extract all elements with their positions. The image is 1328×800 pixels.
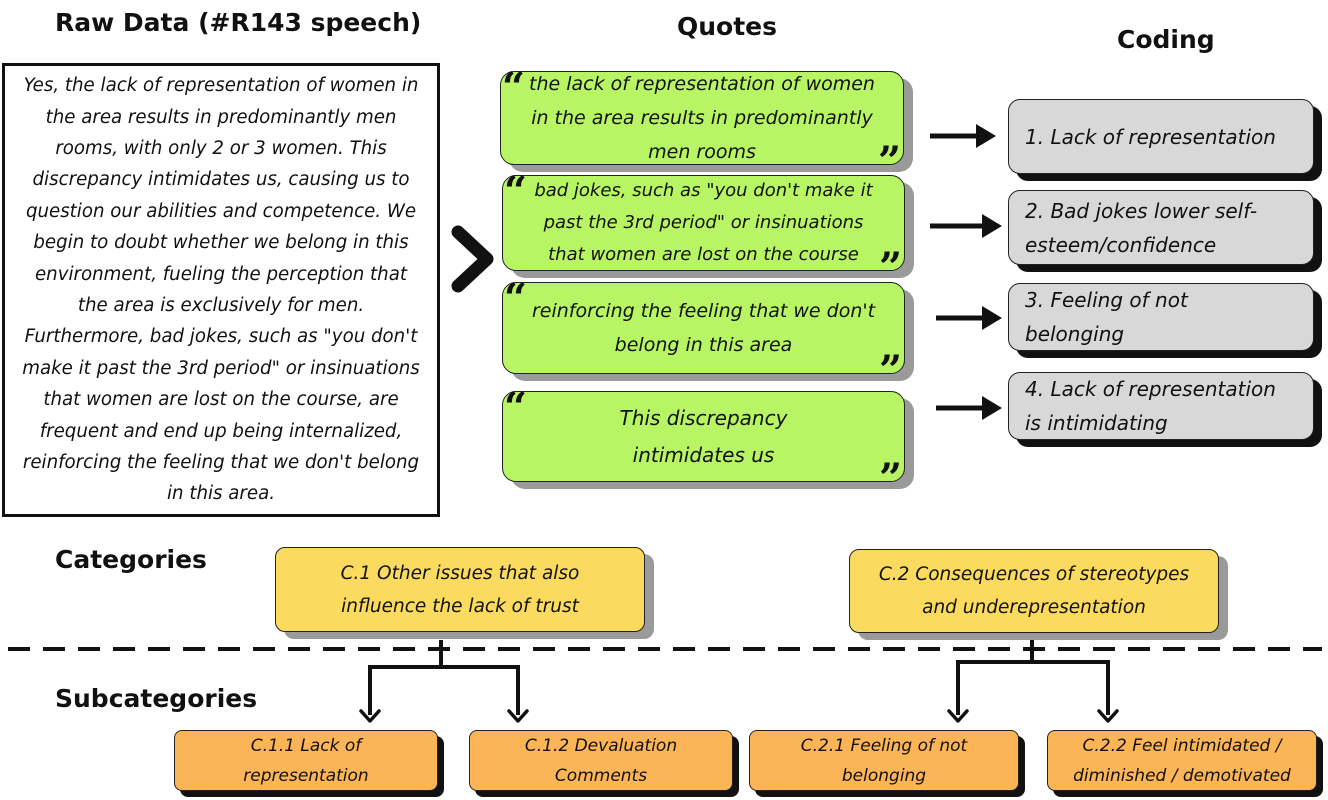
subcategory-c1-2: C.1.2 Devaluation Comments xyxy=(469,730,733,791)
code-3: 3. Feeling of not belonging xyxy=(1008,283,1314,351)
raw-to-quotes-chevron xyxy=(451,225,494,293)
subcategory-c2-2: C.2.2 Feel intimidated / diminished / de… xyxy=(1047,730,1317,791)
category-c1: C.1 Other issues that also influence the… xyxy=(275,547,645,632)
quote-4-text: This discrepancy intimidates us xyxy=(619,405,788,467)
close-quote-icon: ” xyxy=(878,244,902,291)
categories-heading: Categories xyxy=(55,545,207,574)
quote-4: “ This discrepancy intimidates us ” xyxy=(502,384,905,499)
quote-1: “ the lack of representation of women in… xyxy=(500,64,904,182)
open-quote-icon: “ xyxy=(504,168,528,215)
quote-2: “ bad jokes, such as "you don't make it … xyxy=(502,168,905,288)
subcategory-c1-1-text: C.1.1 Lack of representation xyxy=(243,735,369,786)
close-quote-icon: ” xyxy=(878,347,902,394)
subcategory-c2-1-text: C.2.1 Feeling of not belonging xyxy=(800,735,968,786)
quote-3-text: reinforcing the feeling that we don't be… xyxy=(531,300,876,356)
category-c2-text: C.2 Consequences of stereotypes and unde… xyxy=(878,564,1190,618)
category-c1-text: C.1 Other issues that also influence the… xyxy=(340,562,580,617)
raw-data-box: Yes, the lack of representation of women… xyxy=(2,63,440,517)
close-quote-icon: ” xyxy=(878,455,902,502)
code-2-text: 2. Bad jokes lower self-esteem/confidenc… xyxy=(1025,198,1258,257)
quote-3: “ reinforcing the feeling that we don't … xyxy=(502,275,905,391)
open-quote-icon: “ xyxy=(504,384,528,431)
subcategory-c2-1: C.2.1 Feeling of not belonging xyxy=(749,730,1019,791)
subcategory-c1-1: C.1.1 Lack of representation xyxy=(174,730,438,791)
subcategory-c1-2-text: C.1.2 Devaluation Comments xyxy=(524,735,678,786)
subcategories-heading: Subcategories xyxy=(55,684,258,713)
code-1-text: 1. Lack of representation xyxy=(1025,124,1276,149)
quote-to-code-arrows xyxy=(930,124,1002,420)
quote-1-text: the lack of representation of women in t… xyxy=(529,73,875,163)
code-3-text: 3. Feeling of not belonging xyxy=(1025,288,1188,346)
subcategory-c2-2-text: C.2.2 Feel intimidated / diminished / de… xyxy=(1073,735,1291,786)
quotes-heading: Quotes xyxy=(677,12,778,41)
open-quote-icon: “ xyxy=(502,64,526,111)
close-quote-icon: ” xyxy=(877,138,901,185)
category-c2: C.2 Consequences of stereotypes and unde… xyxy=(849,549,1219,633)
raw-data-heading: Raw Data (#R143 speech) xyxy=(55,8,422,37)
c2-tree-connector xyxy=(956,640,1110,715)
code-1: 1. Lack of representation xyxy=(1008,99,1314,174)
c1-tree-connector xyxy=(368,640,520,715)
open-quote-icon: “ xyxy=(504,275,528,322)
coding-heading: Coding xyxy=(1117,25,1215,54)
code-4: 4. Lack of representation is intimidatin… xyxy=(1008,372,1314,440)
code-4-text: 4. Lack of representation is intimidatin… xyxy=(1025,377,1276,435)
raw-data-text: Yes, the lack of representation of women… xyxy=(22,75,420,505)
quote-2-text: bad jokes, such as "you don't make it pa… xyxy=(534,180,873,265)
subcategory-arrowheads xyxy=(359,709,1119,723)
code-2: 2. Bad jokes lower self-esteem/confidenc… xyxy=(1008,190,1314,265)
